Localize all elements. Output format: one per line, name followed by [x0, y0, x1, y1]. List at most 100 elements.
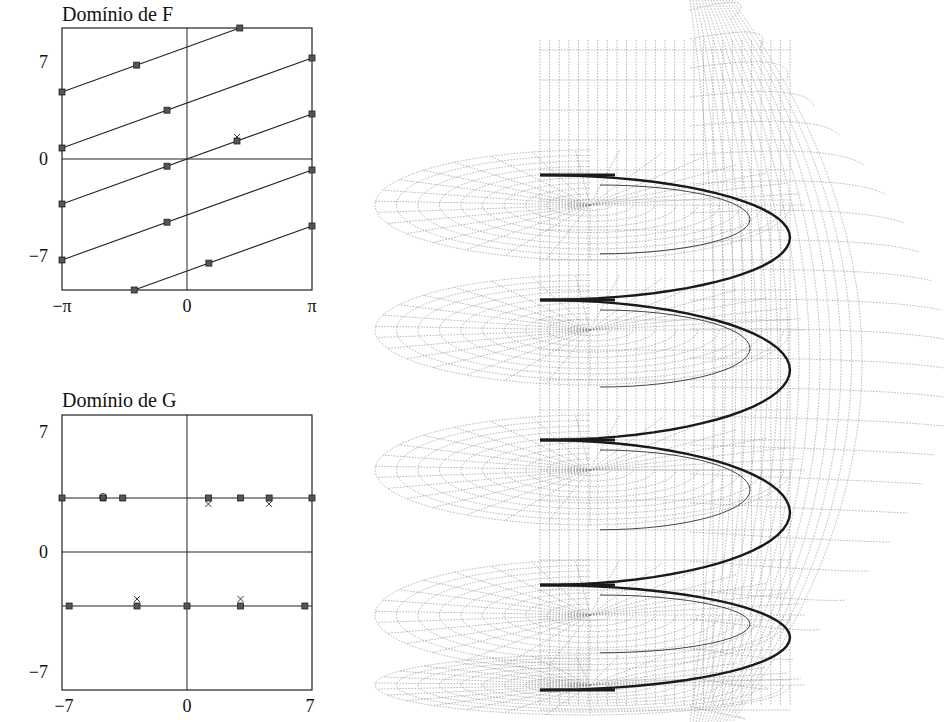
- sheet-spoke: [377, 615, 590, 622]
- cross-marker: [266, 501, 272, 507]
- sample-marker: [120, 495, 126, 501]
- cylinder-ring: [540, 110, 790, 111]
- sheet-spoke: [454, 427, 590, 470]
- plot-frame: [62, 415, 312, 690]
- cylinder-ring: [540, 350, 790, 351]
- right-sheet-curve: [690, 474, 923, 484]
- helicoid-surface: [375, 0, 944, 722]
- domain-plots: [59, 25, 315, 690]
- right-sheet-rule: [708, 0, 778, 722]
- sheet-spoke: [387, 470, 590, 488]
- right-sheet-rule: [732, 0, 862, 722]
- right-sheet-curve: [690, 299, 942, 310]
- sheet-spoke: [590, 470, 591, 525]
- sample-marker: [309, 111, 315, 117]
- sheet-spoke: [466, 615, 590, 660]
- sheet-spoke: [376, 466, 590, 470]
- right-sheet-rule: [714, 0, 799, 722]
- sheet-spoke: [590, 655, 619, 685]
- sheet-spoke: [399, 671, 590, 685]
- tick-label: −7: [29, 663, 48, 681]
- sheet-spoke: [590, 194, 801, 205]
- tick-label: π: [307, 297, 316, 315]
- cylinder-ring: [540, 290, 790, 291]
- right-sheet-rule: [726, 0, 841, 722]
- sample-marker: [59, 257, 65, 263]
- tick-label: 7: [39, 53, 48, 71]
- tick-label: 0: [39, 543, 48, 561]
- sheet-spoke: [466, 205, 590, 250]
- right-sheet-curve: [690, 387, 944, 397]
- sheet-spoke: [590, 615, 591, 670]
- domain-line: [62, 170, 312, 260]
- right-sheet-curve: [690, 329, 944, 339]
- cylinder-rule: [761, 40, 762, 705]
- helix-segment: [540, 584, 615, 587]
- tick-label: 7: [306, 697, 315, 715]
- sample-marker: [234, 138, 240, 144]
- sheet-spoke: [532, 417, 590, 470]
- sample-marker: [237, 25, 243, 31]
- domain-line: [134, 226, 312, 290]
- sample-marker: [309, 55, 315, 61]
- sample-marker: [59, 201, 65, 207]
- sample-marker: [238, 603, 244, 609]
- cylinder-rule: [578, 40, 579, 705]
- helix-segment: [540, 689, 615, 692]
- sample-marker: [134, 603, 140, 609]
- helix-segment: [540, 439, 615, 442]
- sheet-spoke: [532, 562, 590, 615]
- sheet-spoke: [433, 330, 590, 368]
- sheet-spoke: [590, 657, 662, 685]
- cross-marker: [238, 596, 244, 602]
- right-sheet-curve: [690, 92, 814, 107]
- cylinder-ring: [540, 320, 790, 321]
- sample-marker: [309, 495, 315, 501]
- helix-back: [600, 450, 750, 530]
- sample-marker: [309, 223, 315, 229]
- sheet-spoke: [546, 470, 590, 524]
- right-sheet-curve: [690, 532, 889, 542]
- right-sheet-rule: [693, 0, 726, 722]
- sheet-spoke: [377, 205, 590, 212]
- sheet-spoke: [454, 162, 590, 205]
- sheet-spoke: [376, 611, 590, 615]
- sheet-spoke: [466, 330, 590, 375]
- cylinder-rule: [626, 40, 627, 705]
- sheet-spoke: [376, 326, 590, 330]
- cylinder-ring: [540, 50, 790, 51]
- sheet-spoke: [454, 572, 590, 615]
- right-sheet-curve: [690, 503, 907, 513]
- cylinder-ring: [540, 530, 790, 531]
- cross-marker: [134, 596, 140, 602]
- sheet-spoke: [491, 566, 590, 615]
- sheet-spoke: [491, 658, 590, 685]
- right-sheet-curve: [690, 706, 745, 719]
- cylinder-ring: [540, 410, 790, 411]
- sample-marker: [184, 603, 190, 609]
- right-sheet-curve: [690, 62, 788, 78]
- helix-back: [600, 310, 750, 387]
- sample-marker: [302, 603, 308, 609]
- sample-marker: [205, 495, 211, 501]
- sheet-spoke: [532, 277, 590, 330]
- right-sheet-curve: [690, 151, 864, 165]
- sheet-spoke: [433, 685, 590, 705]
- right-sheet-curve: [690, 358, 944, 368]
- sample-marker: [164, 107, 170, 113]
- cylinder-rule: [674, 40, 675, 705]
- sheet-spoke: [376, 683, 590, 685]
- tick-label: −7: [54, 697, 73, 715]
- sample-marker: [309, 167, 315, 173]
- right-sheet-curve: [690, 32, 763, 49]
- tick-label: 0: [39, 150, 48, 168]
- sheet-spoke: [433, 205, 590, 243]
- tick-label: 7: [39, 423, 48, 441]
- sheet-spoke: [423, 666, 590, 685]
- tick-label: 0: [183, 697, 192, 715]
- sheet-spoke: [387, 330, 590, 348]
- sample-marker: [59, 495, 65, 501]
- tick-label: −π: [52, 297, 71, 315]
- sample-marker: [164, 219, 170, 225]
